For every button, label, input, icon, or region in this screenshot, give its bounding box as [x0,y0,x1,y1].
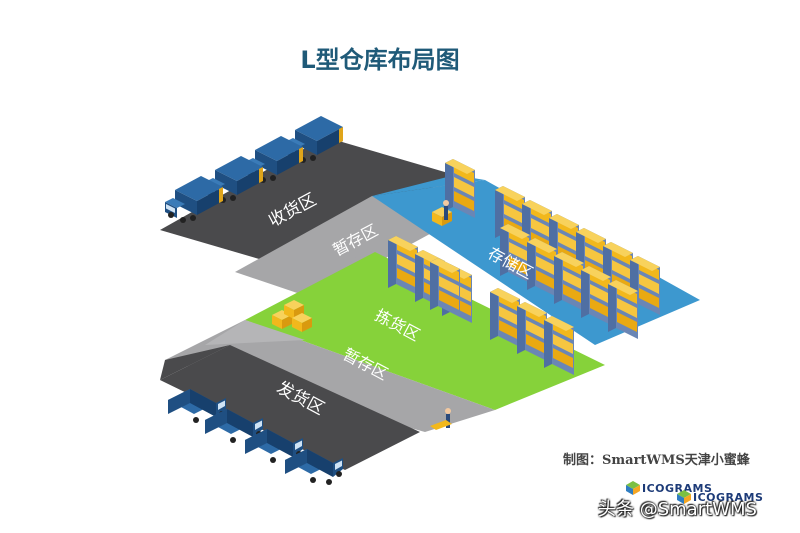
page-title: L型仓库布局图 [300,46,460,74]
shipping-floor [160,345,420,470]
receiving-floor [160,137,455,268]
worker-icon [430,408,452,430]
watermark: 头条 @SmartWMS [598,499,757,520]
staging-bottom-floor [165,320,495,432]
icograms-logo-icon [677,490,691,504]
icograms-logo: ICOGRAMS [642,482,713,495]
picking-floor [245,252,605,410]
worker-icon [443,200,449,220]
credit-text: 制图：SmartWMS天津小蜜蜂 [563,453,750,468]
icograms-logo-icon [626,481,640,495]
icograms-logo: ICOGRAMS [693,491,764,504]
